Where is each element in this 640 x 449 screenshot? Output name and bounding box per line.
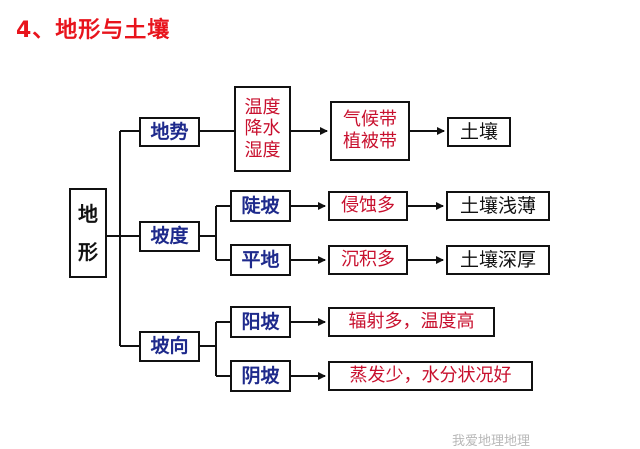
node-steep-slope: 陡坡	[230, 190, 291, 222]
node-shady-slope: 阴坡	[230, 360, 291, 392]
page-title: 4、地形与土壤	[16, 18, 171, 43]
node-temp-precip-humidity: 温度 降水 湿度	[234, 86, 291, 172]
node-thick-soil: 土壤深厚	[446, 245, 550, 275]
root-char-2: 形	[78, 240, 98, 264]
node-terrain: 地势	[139, 117, 200, 147]
node-climate-vegetation: 气候带 植被带	[330, 101, 410, 161]
node-radiation-effect: 辐射多，温度高	[328, 307, 495, 337]
watermark: 我爱地理地理	[452, 434, 531, 449]
factor-line-temperature: 温度	[244, 96, 281, 118]
node-slope: 坡度	[139, 221, 200, 252]
node-sunny-slope: 阳坡	[230, 306, 291, 338]
node-aspect: 坡向	[139, 331, 200, 362]
node-soil: 土壤	[447, 117, 511, 147]
root-char-1: 地	[78, 202, 98, 226]
climate-zone-text: 气候带	[343, 109, 397, 131]
node-flat-land: 平地	[230, 244, 291, 276]
node-deposition-more: 沉积多	[328, 245, 408, 275]
node-erosion-more: 侵蚀多	[328, 191, 408, 221]
root-node-landform: 地 形	[69, 188, 107, 278]
node-evaporation-effect: 蒸发少，水分状况好	[328, 361, 533, 391]
node-thin-soil: 土壤浅薄	[446, 191, 550, 221]
vegetation-zone-text: 植被带	[343, 131, 397, 152]
factor-line-humidity: 湿度	[244, 139, 281, 161]
factor-line-precipitation: 降水	[244, 118, 281, 140]
